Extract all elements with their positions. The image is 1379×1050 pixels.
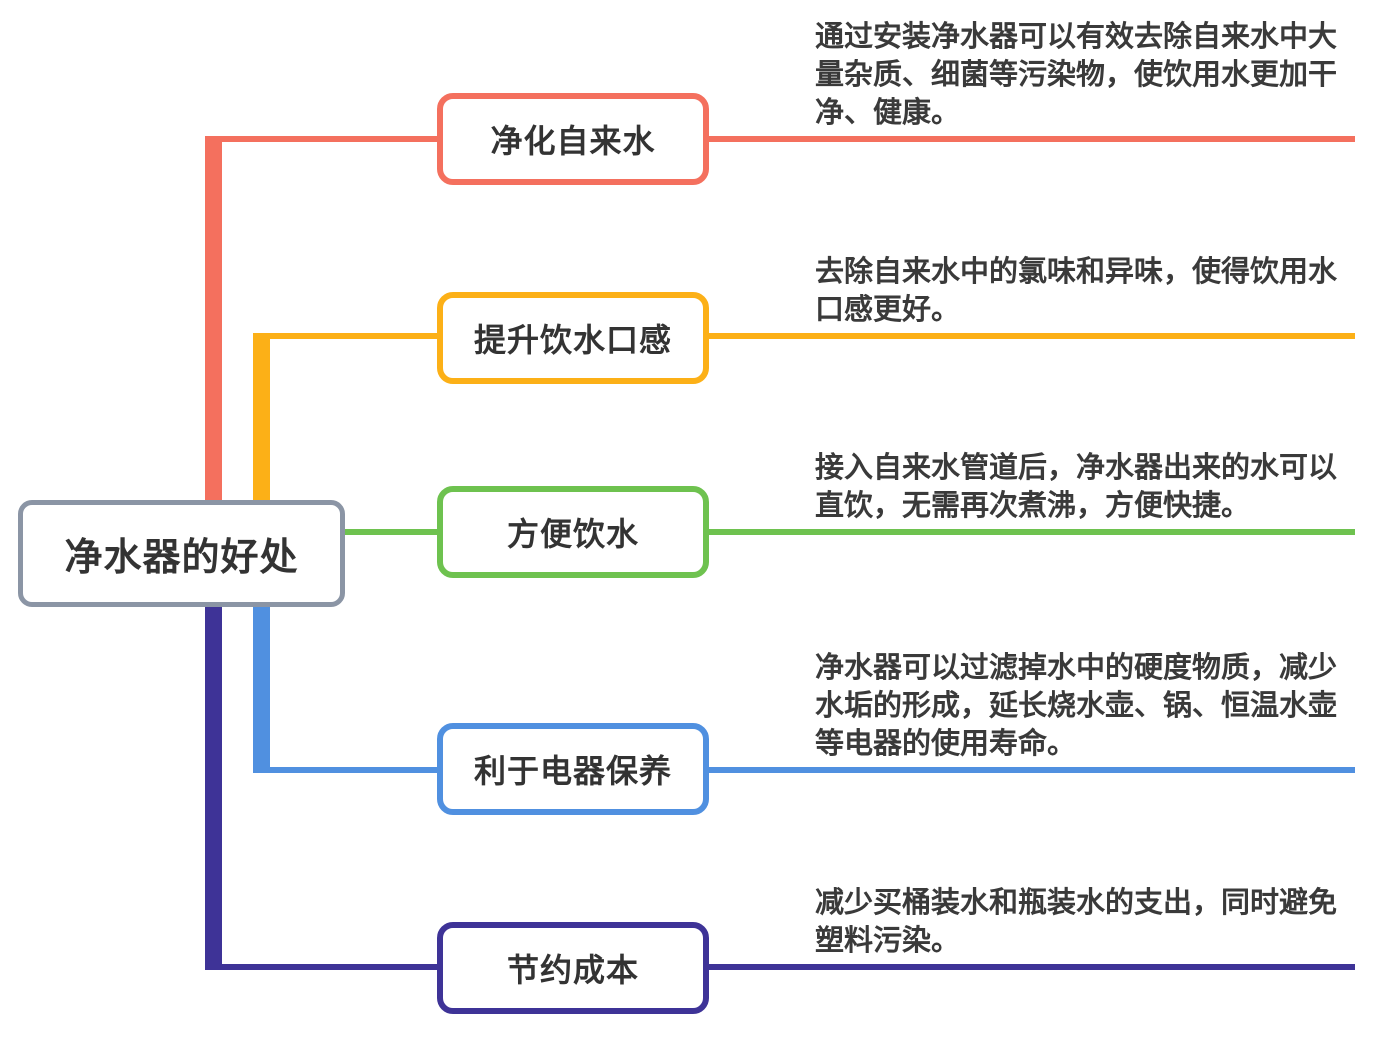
node-purify-label: 净化自来水 xyxy=(490,123,656,159)
node-convenient-label: 方便饮水 xyxy=(506,516,639,552)
description-purify: 通过安装净水器可以有效去除自来水中大量杂质、细菌等污染物，使饮用水更加干净、健康… xyxy=(815,21,1338,129)
connector-left-convenient xyxy=(340,529,438,535)
node-appliance-maintenance[interactable]: 利于电器保养 xyxy=(437,723,709,815)
node-appliance-label: 利于电器保养 xyxy=(473,753,672,789)
node-cost-label: 节约成本 xyxy=(506,952,639,988)
root-node-water-purifier-benefits[interactable]: 净水器的好处 xyxy=(18,500,345,607)
node-convenient-drinking[interactable]: 方便饮水 xyxy=(437,486,709,578)
description-convenient: 接入自来水管道后，净水器出来的水可以直饮，无需再次煮沸，方便快捷。 xyxy=(815,452,1338,522)
connector-right-taste xyxy=(709,333,1355,339)
node-improve-taste[interactable]: 提升饮水口感 xyxy=(437,292,709,384)
connector-right-convenient xyxy=(709,529,1355,535)
description-cost: 减少买桶装水和瓶装水的支出，同时避免塑料污染。 xyxy=(815,887,1338,957)
description-taste: 去除自来水中的氯味和异味，使得饮用水口感更好。 xyxy=(815,256,1338,326)
trunk-line-cost xyxy=(205,601,222,970)
connector-right-purify xyxy=(709,136,1355,142)
connector-left-appliance xyxy=(253,767,438,773)
trunk-line-purify xyxy=(205,136,222,504)
node-save-cost[interactable]: 节约成本 xyxy=(437,922,709,1014)
root-node-label: 净水器的好处 xyxy=(64,537,299,579)
node-purify-tap-water[interactable]: 净化自来水 xyxy=(437,93,709,185)
connector-left-cost xyxy=(205,964,438,970)
node-taste-label: 提升饮水口感 xyxy=(473,322,672,358)
connector-right-appliance xyxy=(709,767,1355,773)
trunk-line-taste xyxy=(253,333,270,504)
connector-left-purify xyxy=(205,136,438,142)
connector-left-taste xyxy=(253,333,438,339)
connector-right-cost xyxy=(709,964,1355,970)
trunk-line-appliance xyxy=(253,601,270,773)
description-appliance: 净水器可以过滤掉水中的硬度物质，减少水垢的形成，延长烧水壶、锅、恒温水壶等电器的… xyxy=(815,652,1338,760)
